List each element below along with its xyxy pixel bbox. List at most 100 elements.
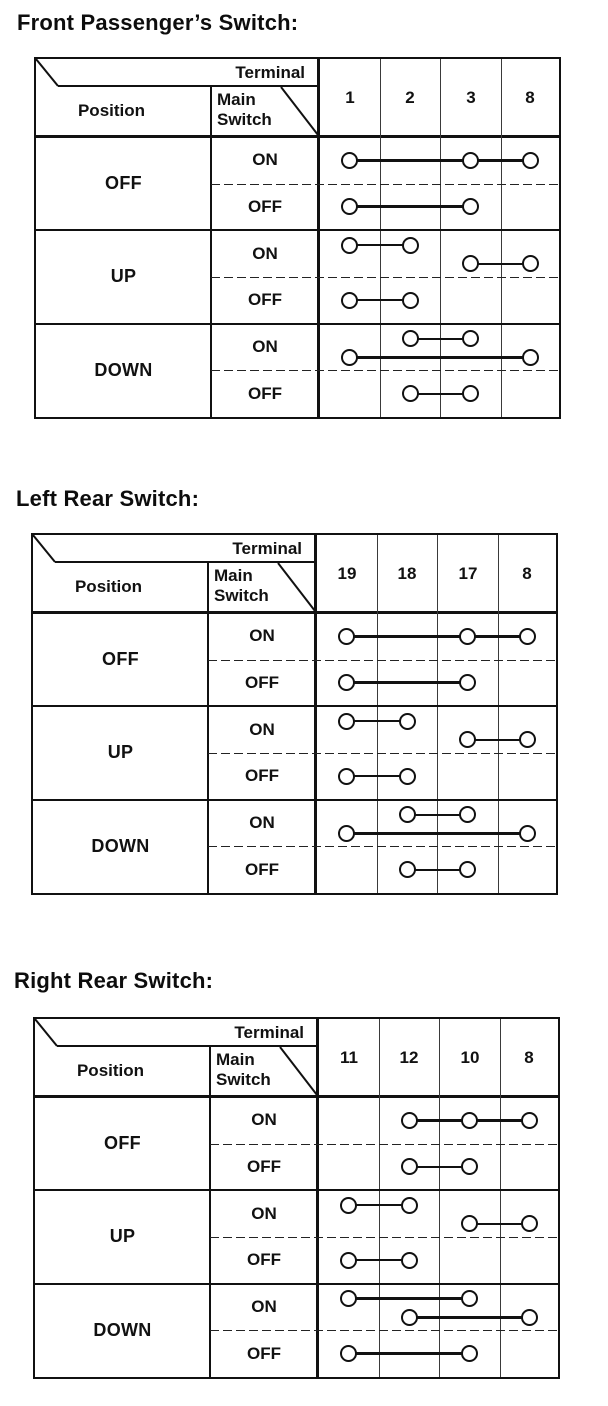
continuity-terminal-node [338,627,355,645]
continuity-terminal-node [338,674,355,692]
main-switch-value: OFF [248,196,282,216]
main-switch-value: ON [251,1203,277,1223]
terminal-header-label: Terminal [232,539,302,558]
continuity-line [348,1297,470,1301]
front-passenger-switch-section: Front Passenger’s Switch: Terminal Posit… [0,10,608,430]
header-bottom-divider [36,135,559,138]
continuity-terminal-node [522,348,539,366]
section-title: Left Rear Switch: [16,486,200,511]
continuity-line [407,813,468,816]
continuity-line [469,1222,530,1225]
terminal-header-label: Terminal [234,1023,304,1042]
continuity-line [346,775,408,778]
continuity-line [346,634,528,638]
terminal-strip-divider [58,85,319,87]
continuity-terminal-node [398,767,416,785]
position-value: UP [107,742,134,763]
header-bottom-divider [33,611,556,614]
continuity-terminal-node [400,1158,418,1176]
left-rear-switch-section: Left Rear Switch: Terminal Position Main… [0,486,608,906]
continuity-terminal-node [461,1215,479,1233]
position-value: UP [110,266,137,287]
main-switch-value: OFF [247,1343,281,1363]
continuity-terminal-node [341,236,358,254]
position-divider [36,229,559,232]
continuity-terminal-node [521,1215,538,1233]
terminal-number: 10 [460,1047,480,1067]
continuity-terminal-node [462,255,480,273]
main-switch-divider [211,370,559,372]
terminal-number: 11 [340,1047,358,1067]
continuity-line [409,1315,530,1319]
main-switch-column-line [209,1046,211,1377]
continuity-terminal-node [461,1345,479,1363]
continuity-terminal-node [400,1111,418,1129]
column-grid-line [377,535,378,893]
continuity-line [346,681,468,685]
position-value: DOWN [94,359,153,380]
column-grid-line [440,59,441,417]
continuity-terminal-node [521,1111,538,1129]
continuity-terminal-node [459,627,477,645]
continuity-line [349,244,411,247]
terminal-number: 19 [337,563,357,583]
position-header-label: Position [77,101,146,120]
main-switch-value: OFF [247,1156,281,1176]
continuity-terminal-node [338,712,355,730]
continuity-terminal-node [519,731,536,749]
main-switch-column-line [207,562,209,893]
position-value: OFF [104,1133,141,1154]
position-header-label: Position [74,577,143,596]
continuity-terminal-node [462,385,480,403]
continuity-terminal-node [401,236,419,254]
continuity-table: Terminal Position Main Switch 11 12 10 8… [33,1017,560,1379]
main-switch-divider [210,1143,558,1145]
continuity-terminal-node [340,1290,357,1308]
main-switch-column-line [210,86,212,417]
main-switch-value: OFF [247,1250,281,1270]
terminal-strip-divider [57,1045,318,1047]
continuity-terminal-node [521,1308,538,1326]
main-switch-value: OFF [245,859,279,879]
continuity-line [470,262,531,265]
terminal-number: 8 [524,1047,534,1067]
main-switch-value: ON [249,719,275,739]
continuity-line [467,738,528,741]
section-title: Front Passenger’s Switch: [17,10,299,35]
grid-left-line [314,535,317,893]
main-switch-header-label: Main Switch [216,1050,271,1089]
continuity-terminal-node [341,348,358,366]
continuity-terminal-node [338,767,355,785]
position-value: OFF [105,173,142,194]
main-switch-value: ON [249,626,275,646]
main-switch-value: ON [252,336,278,356]
header-bottom-divider [35,1095,558,1098]
terminal-number: 17 [458,563,478,583]
main-switch-divider [208,846,556,848]
continuity-terminal-node [341,291,358,309]
position-divider [36,322,559,325]
main-switch-divider [211,276,559,278]
main-switch-value: OFF [245,672,279,692]
main-switch-divider [211,183,559,185]
position-value: DOWN [93,1319,152,1340]
position-divider [33,798,556,801]
grid-left-line [317,59,320,417]
column-grid-line [498,535,499,893]
terminal-number: 8 [522,563,532,583]
column-grid-line [501,59,502,417]
continuity-line [348,1352,470,1356]
grid-left-line [316,1019,319,1377]
position-header-label: Position [76,1061,145,1080]
continuity-line [349,158,531,162]
continuity-terminal-node [519,824,536,842]
continuity-terminal-node [462,151,480,169]
continuity-line [346,720,408,723]
continuity-line [410,392,471,395]
continuity-table: Terminal Position Main Switch 1 2 3 8 OF… [34,57,561,419]
continuity-terminal-node [519,627,536,645]
